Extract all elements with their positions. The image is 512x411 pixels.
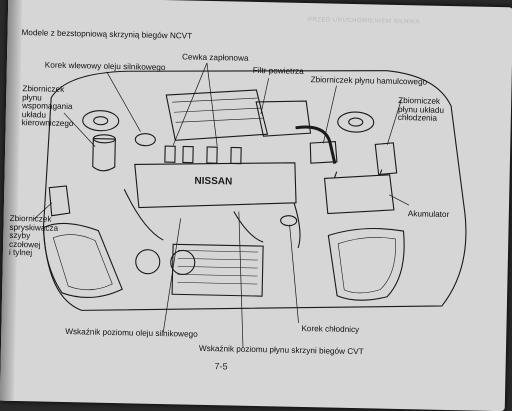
left-horn <box>135 249 161 275</box>
ignition-coil-3 <box>206 146 218 164</box>
label-washer-reservoir: Zbiorniczek spryskiwacza szyby czołowej … <box>8 213 59 258</box>
label-coolant-reservoir: Zbiorniczek płynu układu chłodzenia <box>397 95 445 123</box>
engine-bay-outline <box>42 70 467 311</box>
radiator-cap-shape <box>280 215 298 227</box>
label-radiator-cap: Korek chłodnicy <box>301 323 360 335</box>
brake-reservoir-shape <box>309 141 338 164</box>
washer-reservoir-shape <box>48 185 71 217</box>
engine-badge: NISSAN <box>194 176 232 188</box>
right-horn <box>170 249 196 276</box>
left-headlight <box>42 222 123 298</box>
label-air-filter: Filtr powietrza <box>252 65 304 76</box>
right-strut-tower <box>337 111 375 133</box>
label-power-steering-reservoir: Zbiorniczek płynu wspomagania układu kie… <box>21 84 74 129</box>
coolant-reservoir-shape <box>374 142 398 176</box>
label-ignition-coil: Cewka zapłonowa <box>181 52 249 63</box>
battery-shape <box>323 174 395 215</box>
label-battery: Akumulator <box>407 209 450 220</box>
air-filter-box-shape <box>255 100 312 137</box>
ignition-coil-2 <box>182 145 194 164</box>
right-headlight <box>327 227 405 301</box>
intake-manifold-shape <box>165 89 269 141</box>
ignition-coil-1 <box>164 145 176 163</box>
leader-lines <box>33 62 410 348</box>
power-steering-reservoir-shape <box>92 138 116 172</box>
ignition-coil-4 <box>230 146 242 165</box>
oil-filler-cap-shape <box>134 133 156 147</box>
page-number: 7-5 <box>214 361 228 372</box>
left-strut-tower <box>82 110 120 132</box>
valve-cover-shape <box>134 162 297 209</box>
